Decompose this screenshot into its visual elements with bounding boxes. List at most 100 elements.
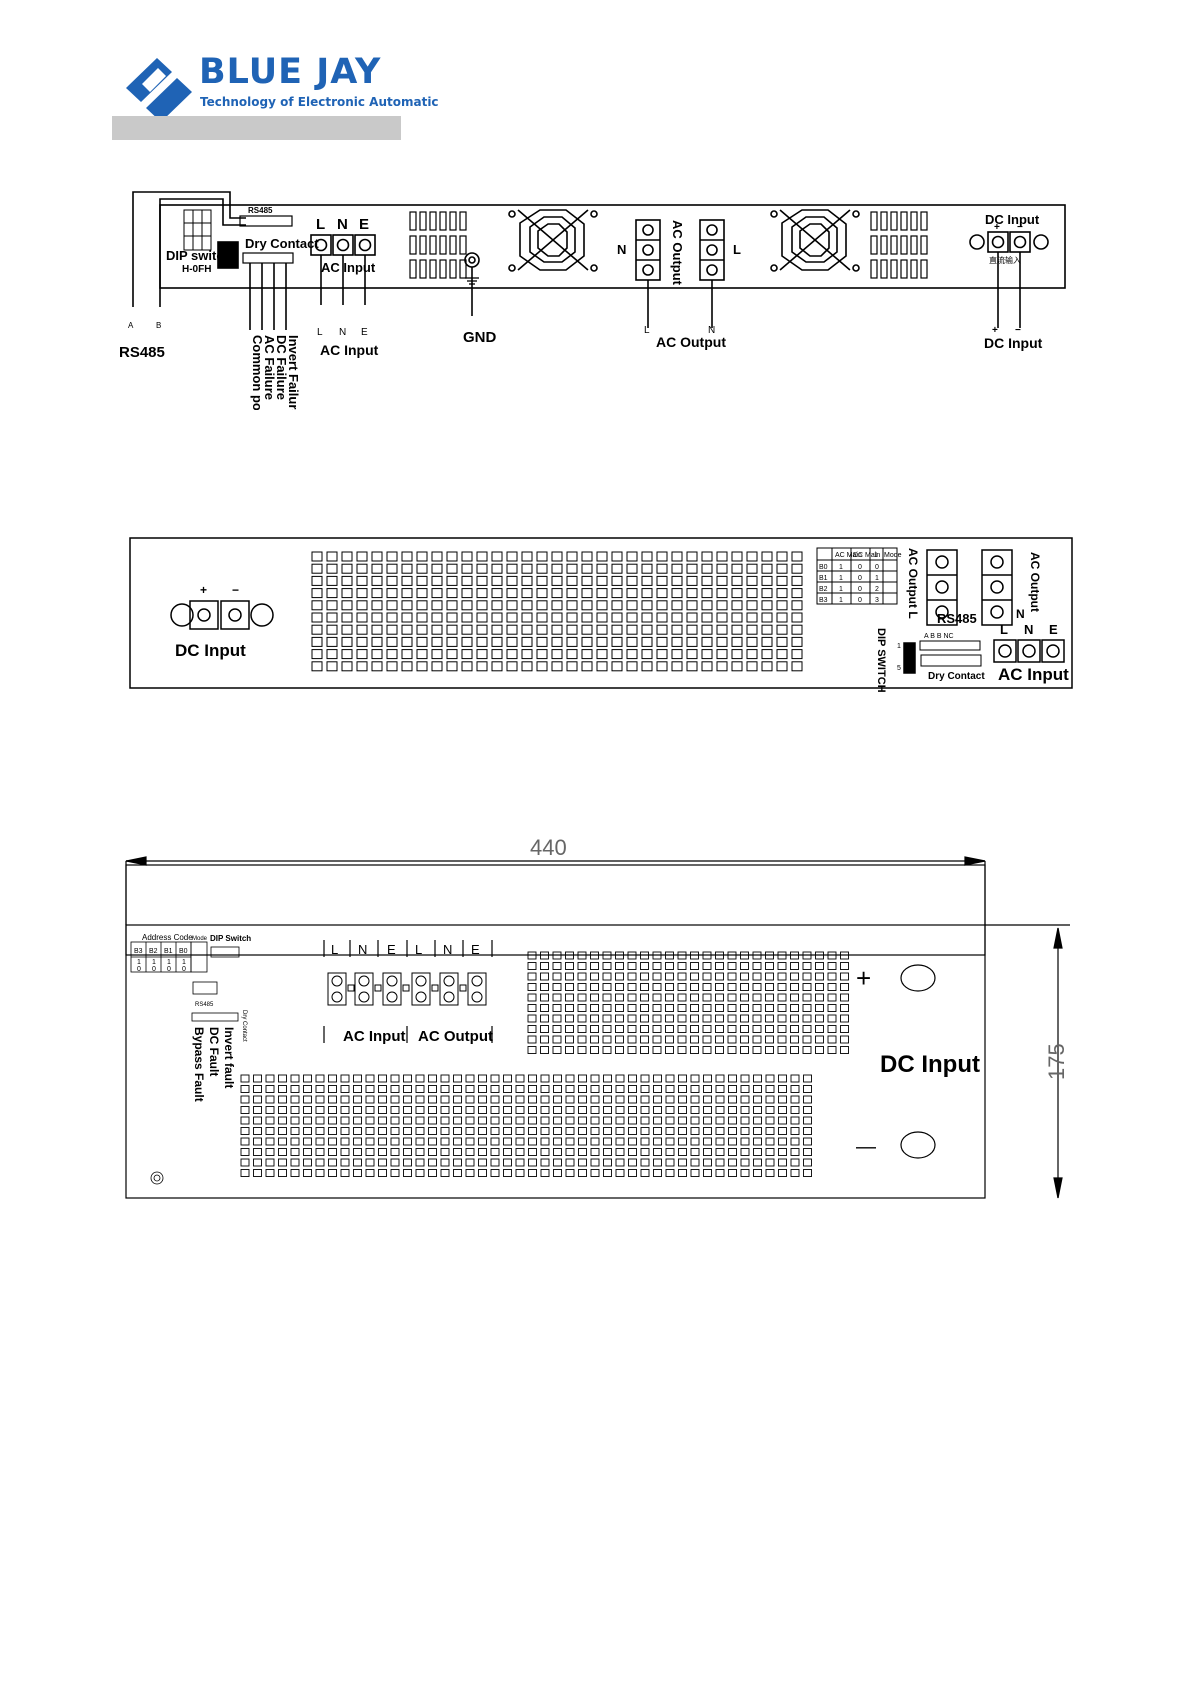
dry-contact-3-label: Dry Contact (241, 1010, 247, 1042)
vent-hole (776, 661, 788, 672)
vent-hole (678, 1148, 687, 1156)
vent-hole (840, 972, 849, 981)
mode-table-cell: B3 (819, 597, 828, 604)
vent-hole (353, 1116, 362, 1125)
vent-hole (665, 962, 674, 970)
vent-hole (403, 1116, 412, 1125)
vent-hole (440, 1158, 450, 1167)
vent-hole (740, 1014, 749, 1023)
vent-hole (490, 1116, 500, 1125)
vent-hole (590, 1158, 600, 1167)
ac-in-L-small: L (317, 327, 323, 338)
vent-hole (715, 1127, 725, 1135)
vent-hole (552, 983, 562, 991)
vent-hole (715, 1148, 725, 1156)
vent-hole (677, 962, 687, 970)
p2-n-label: N (1016, 607, 1025, 621)
vent-hole (490, 1074, 500, 1083)
vent-hole (803, 1074, 812, 1083)
vent-hole (790, 993, 799, 1002)
vent-hole (401, 624, 413, 635)
vent-hole (603, 1169, 612, 1177)
vent-hole (416, 612, 428, 623)
vent-hole (690, 1046, 699, 1054)
addr-cell: 0 (137, 966, 141, 973)
vent-hole (641, 612, 653, 623)
vent-hole (326, 588, 338, 599)
vent-hole (578, 1085, 587, 1093)
vent-hole (615, 951, 624, 960)
vent-hole (378, 1158, 387, 1167)
vent-hole (303, 1116, 312, 1125)
vent-hole (615, 993, 624, 1002)
mode-table-cell: B1 (819, 575, 828, 582)
vent-slots-1 (409, 211, 467, 279)
vent-hole (540, 1004, 549, 1012)
vent-hole (715, 1014, 724, 1023)
vent-hole (715, 1046, 724, 1054)
vent-hole (778, 1095, 787, 1104)
vent-hole (665, 1074, 675, 1083)
vent-hole (703, 1148, 712, 1156)
vent-hole (690, 1074, 700, 1083)
vent-hole (791, 575, 803, 586)
vent-hole (278, 1158, 287, 1167)
vent-hole (653, 1158, 662, 1167)
vent-hole (803, 1106, 812, 1114)
p2-ac-input: AC Input (998, 665, 1069, 684)
ac-in-terminal-E (354, 234, 376, 256)
vent-hole (640, 1046, 649, 1054)
vent-hole (401, 661, 413, 672)
vent-hole (565, 951, 574, 960)
vent-hole (478, 1148, 487, 1156)
vent-hole (702, 1025, 712, 1033)
vent-hole (353, 1085, 362, 1093)
vent-hole (753, 1137, 762, 1146)
vent-hole (590, 1106, 600, 1114)
vent-hole (703, 1106, 712, 1114)
vent-slot (910, 259, 918, 279)
vent-hole (778, 1074, 787, 1083)
vent-hole (365, 1085, 375, 1093)
vent-hole (290, 1127, 300, 1135)
vent-hole (401, 636, 413, 647)
vent-hole (551, 563, 563, 574)
vent-hole (401, 649, 413, 660)
vent-hole (490, 1169, 500, 1177)
vent-hole (536, 551, 548, 562)
vent-hole (515, 1148, 525, 1156)
vent-hole (752, 962, 762, 970)
vent-hole (752, 1046, 762, 1054)
vent-hole (640, 1148, 650, 1156)
vent-hole (802, 1046, 812, 1054)
vent-hole (386, 563, 398, 574)
vent-hole (506, 624, 518, 635)
vent-hole (365, 1148, 375, 1156)
vent-hole (581, 600, 593, 611)
vent-hole (727, 972, 737, 981)
vent-hole (440, 1074, 450, 1083)
vent-hole (453, 1169, 462, 1177)
addr-bit: B3 (134, 948, 143, 955)
vent-hole (353, 1148, 362, 1156)
vent-slot (409, 259, 417, 279)
vent-hole (777, 1004, 787, 1012)
vent-hole (378, 1169, 387, 1177)
vent-hole (265, 1074, 275, 1083)
vent-hole (746, 612, 758, 623)
vent-hole (728, 1169, 737, 1177)
vent-hole (378, 1085, 387, 1093)
vent-hole (371, 624, 383, 635)
vent-hole (265, 1095, 275, 1104)
vent-hole (340, 1137, 350, 1146)
vent-hole (790, 1046, 799, 1054)
vent-hole (553, 1116, 562, 1125)
vent-hole (340, 1169, 350, 1177)
vent-hole (677, 1025, 687, 1033)
vent-hole (565, 1137, 575, 1146)
vent-hole (611, 612, 623, 623)
vent-hole (615, 1148, 625, 1156)
vent-hole (540, 1116, 550, 1125)
vent-hole (565, 1116, 575, 1125)
vent-hole (790, 1169, 800, 1177)
